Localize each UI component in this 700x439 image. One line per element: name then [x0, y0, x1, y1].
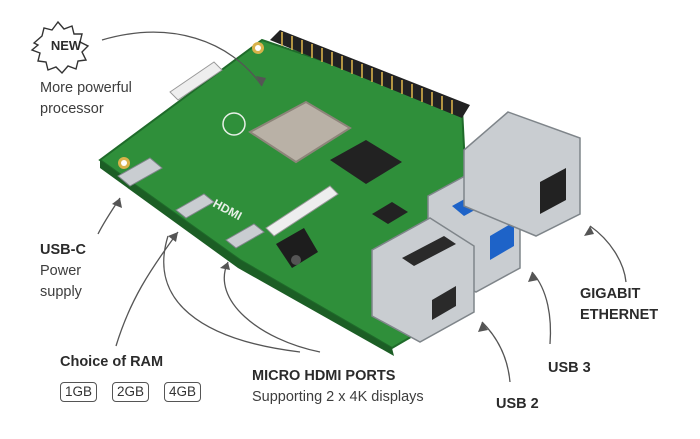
callout-arrowhead [528, 272, 538, 282]
ethernet-callout: GIGABIT ETHERNET [580, 284, 658, 326]
processor-chip [248, 100, 352, 164]
mounting-hole [255, 45, 261, 51]
audio-jack [276, 228, 318, 268]
gpio-header [270, 30, 470, 118]
audio-jack-hole [291, 255, 301, 265]
ram-option-2gb: 2GB [112, 382, 150, 402]
ethernet-line-1: GIGABIT [580, 286, 641, 302]
ram-title: Choice of RAM [60, 354, 164, 370]
ethernet-line-2: ETHERNET [580, 307, 659, 323]
usbc-line-2: supply [40, 284, 82, 300]
callout-line-processor [101, 31, 263, 87]
usb2-port-0 [402, 236, 456, 266]
micro-hdmi-port-1 [225, 223, 265, 249]
callout-arrowhead [220, 262, 230, 270]
ram-chip [330, 140, 402, 184]
mounting-hole [121, 160, 127, 166]
usbc-callout: USB-C Power supply [40, 240, 86, 303]
new-badge: NEW [50, 38, 82, 53]
usb2-port-1 [432, 286, 456, 320]
usb-c-port [117, 157, 163, 187]
hdmi-callout: MICRO HDMI PORTS Supporting 2 x 4K displ… [252, 366, 424, 408]
display-connector [169, 61, 223, 101]
callout-arrowhead [478, 322, 488, 332]
callout-line-usb2 [481, 321, 511, 383]
usb2-title: USB 2 [496, 396, 539, 412]
processor-line-1: More powerful [40, 80, 132, 96]
usbc-line-1: Power [40, 263, 82, 279]
callout-arrowhead [584, 226, 594, 236]
callout-arrowhead [256, 76, 266, 86]
hdmi-subtitle: Supporting 2 x 4K displays [252, 389, 424, 405]
callout-line-hdmi-1 [223, 261, 321, 353]
usb3-title: USB 3 [548, 360, 591, 376]
usbc-title: USB-C [40, 242, 86, 258]
usb3-port-1 [490, 222, 514, 260]
ethernet-socket [540, 168, 566, 214]
ram-option-1gb: 1GB [60, 382, 98, 402]
raspberry-logo [222, 112, 246, 136]
micro-hdmi-port-0 [175, 193, 215, 219]
usb2-port-stack [371, 217, 475, 343]
callout-arrowhead [168, 232, 178, 242]
callout-line-ethernet [589, 225, 627, 283]
callout-arrowhead [112, 198, 122, 208]
new-badge-starburst [30, 20, 90, 75]
usb-controller-chip [372, 202, 408, 224]
processor-line-2: processor [40, 101, 104, 117]
hdmi-title: MICRO HDMI PORTS [252, 368, 396, 384]
pcb-edge [100, 160, 394, 356]
callout-line-usb3 [531, 271, 552, 345]
processor-callout: More powerful processor [40, 78, 132, 120]
camera-connector [265, 185, 339, 237]
ram-option-4gb: 4GB [164, 382, 202, 402]
callout-line-ram [115, 231, 179, 347]
callout-line-hdmi-0 [163, 235, 301, 353]
